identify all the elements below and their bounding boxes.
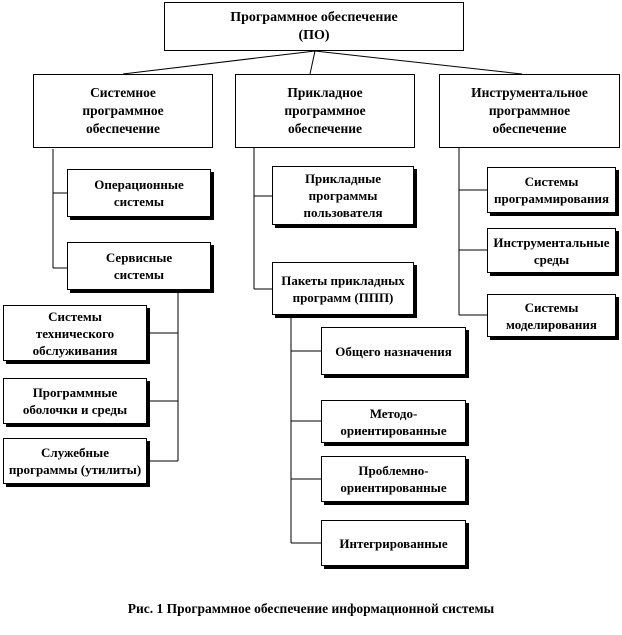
node-shells-environments: Программные оболочки и среды [3,378,147,424]
node-instrumental-software: Инструментальное программное обеспечение [439,74,620,148]
node-modeling-systems: Системы моделирования [487,294,616,337]
connector-root-instrumental [314,50,523,75]
figure-caption: Рис. 1 Программное обеспечение информаци… [127,601,495,616]
node-programming-systems: Системы программирования [487,167,616,213]
node-general-purpose: Общего назначения [321,327,466,375]
node-method-oriented: Методо- ориентированные [321,400,466,443]
node-service-systems: Сервисные системы [67,242,211,290]
connector-root-applied [309,50,316,75]
node-integrated: Интегрированные [321,520,466,566]
node-problem-oriented: Проблемно- ориентированные [321,456,466,502]
node-instrumental-environments: Инструментальные среды [487,228,616,273]
node-user-programs: Прикладные программы пользователя [272,166,414,225]
connector-root-system [122,50,316,75]
node-utilities: Служебные программы (утилиты) [3,438,147,484]
node-applied-software: Прикладное программное обеспечение [235,74,415,148]
node-system-software: Системное программное обеспечение [33,74,213,148]
node-application-packages: Пакеты прикладных программ (ППП) [272,262,414,315]
node-root: Программное обеспечение (ПО) [164,2,464,51]
node-operating-systems: Операционные системы [67,169,211,217]
node-maintenance-systems: Системы технического обслуживания [3,305,147,361]
